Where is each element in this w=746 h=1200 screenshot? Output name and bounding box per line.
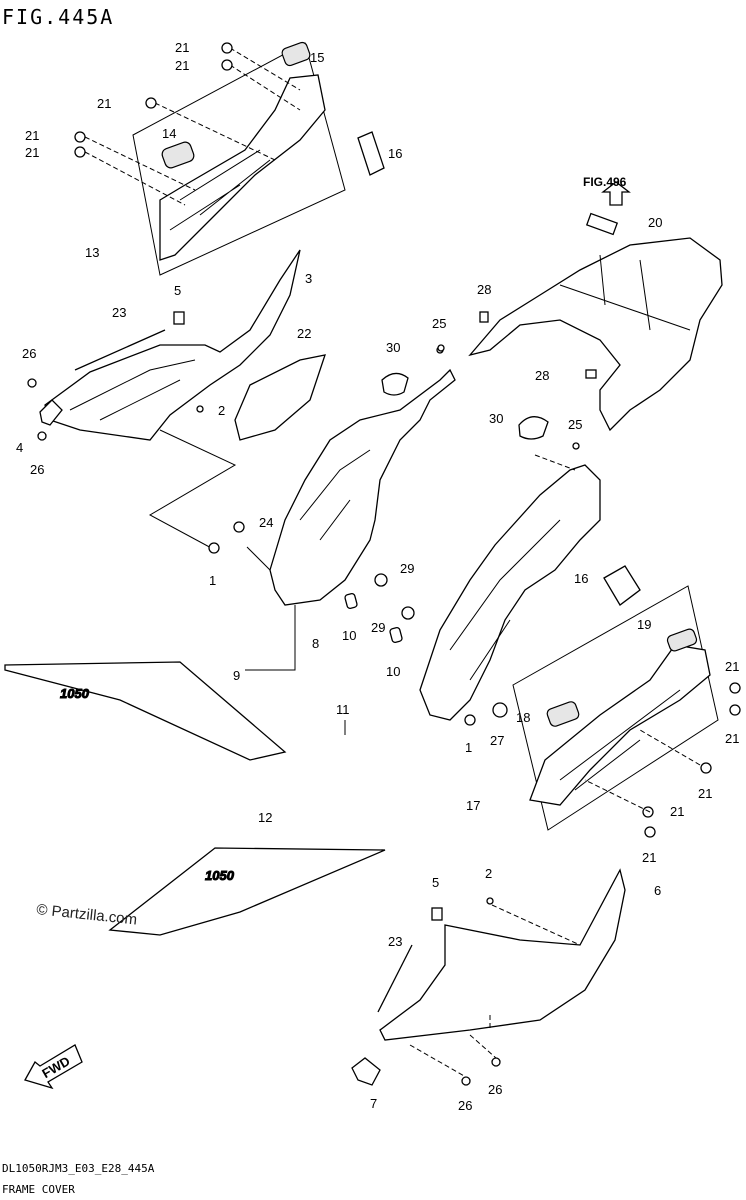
callout: 12	[258, 810, 272, 825]
callout: 13	[85, 245, 99, 260]
rear-bracket-left	[159, 74, 326, 261]
group-13-frame	[132, 42, 346, 276]
callout: 16	[574, 571, 588, 586]
callout: 28	[535, 368, 549, 383]
rubber-15	[281, 41, 311, 67]
callout: 1	[209, 573, 216, 588]
footer-code: DL1050RJM3_E03_E28_445A	[2, 1162, 155, 1175]
left-side-cover-group	[27, 249, 326, 551]
frame-cover-left-8	[269, 368, 456, 606]
callout: 19	[637, 617, 651, 632]
callout: 2	[218, 403, 225, 418]
callout: 7	[370, 1096, 377, 1111]
callout: 21	[25, 145, 39, 160]
right-frame-cover-group	[389, 416, 601, 726]
callout: 21	[725, 659, 739, 674]
callout: 18	[516, 710, 530, 725]
callout: 30	[386, 340, 400, 355]
center-frame-cover-group	[208, 346, 456, 671]
callout: 4	[16, 440, 23, 455]
callout: 21	[175, 58, 189, 73]
rear-cover-20	[468, 237, 723, 432]
callout: 24	[259, 515, 273, 530]
rubber-19	[666, 628, 698, 652]
callout: 3	[305, 271, 312, 286]
reference-fig-496: FIG.496	[583, 175, 627, 189]
clip-5-upper	[173, 311, 185, 325]
rear-cover-group	[437, 181, 723, 432]
callout: 1	[465, 740, 472, 755]
callout: 28	[477, 282, 491, 297]
callout: 10	[386, 664, 400, 679]
callout: 17	[466, 798, 480, 813]
callout: 9	[233, 668, 240, 683]
callout: 5	[174, 283, 181, 298]
clip-5-lower	[431, 907, 443, 921]
callout: 25	[568, 417, 582, 432]
callout: 26	[458, 1098, 472, 1113]
callout: 26	[30, 462, 44, 477]
right-bracket-group	[512, 565, 741, 838]
callout: 10	[342, 628, 356, 643]
callout-numbers: 21 21 15 21 14 21 21 16 13 3 23 5 26 22 …	[16, 40, 739, 1113]
callout: 2	[485, 866, 492, 881]
footer-caption: FRAME COVER	[2, 1183, 75, 1196]
forward-direction-arrow: FWD	[24, 1044, 83, 1090]
callout: 21	[642, 850, 656, 865]
decal-12: 1050	[108, 847, 386, 936]
tube-23-lower	[377, 944, 413, 1013]
decal-9: 1050	[4, 661, 287, 761]
callout: 26	[488, 1082, 502, 1097]
frame-cover-right-11	[419, 464, 601, 721]
callout: 16	[388, 146, 402, 161]
callout: 21	[670, 804, 684, 819]
pad-22	[234, 354, 326, 441]
rubber-18	[546, 701, 580, 727]
watermark: © Partzilla.com	[36, 901, 138, 928]
decal-12-text: 1050	[205, 868, 235, 883]
grommet-30-left	[381, 372, 409, 396]
callout: 21	[97, 96, 111, 111]
callout: 20	[648, 215, 662, 230]
callout: 26	[22, 346, 36, 361]
callout: 29	[371, 620, 385, 635]
decal-9-text: 1050	[60, 686, 90, 701]
grommet-30-right	[518, 416, 549, 440]
cap-4	[39, 399, 63, 426]
callout: 15	[310, 50, 324, 65]
callout: 6	[654, 883, 661, 898]
side-cover-right-6	[379, 868, 626, 1041]
callout: 25	[432, 316, 446, 331]
callout: 23	[388, 934, 402, 949]
figure-title: FIG.445A	[2, 5, 114, 29]
fig-496-arrow	[601, 181, 631, 206]
callout: 5	[432, 875, 439, 890]
cap-7	[351, 1057, 381, 1086]
upper-left-bracket-group	[74, 41, 385, 276]
callout: 14	[162, 126, 176, 141]
callout: 11	[336, 702, 350, 717]
callout: 22	[297, 326, 311, 341]
bracket-16-upper	[357, 131, 385, 176]
rear-bracket-right	[529, 644, 711, 806]
callout: 23	[112, 305, 126, 320]
callout: 21	[698, 786, 712, 801]
rubber-14	[161, 141, 195, 169]
side-cover-left-3	[44, 249, 301, 441]
callout: 30	[489, 411, 503, 426]
callout: 21	[175, 40, 189, 55]
callout: 29	[400, 561, 414, 576]
lower-side-cover-group	[351, 868, 626, 1086]
callout: 8	[312, 636, 319, 651]
callout: 21	[725, 731, 739, 746]
callout: 27	[490, 733, 504, 748]
bracket-16-right	[603, 565, 641, 606]
tube-23-upper	[74, 329, 166, 371]
callout: 21	[25, 128, 39, 143]
